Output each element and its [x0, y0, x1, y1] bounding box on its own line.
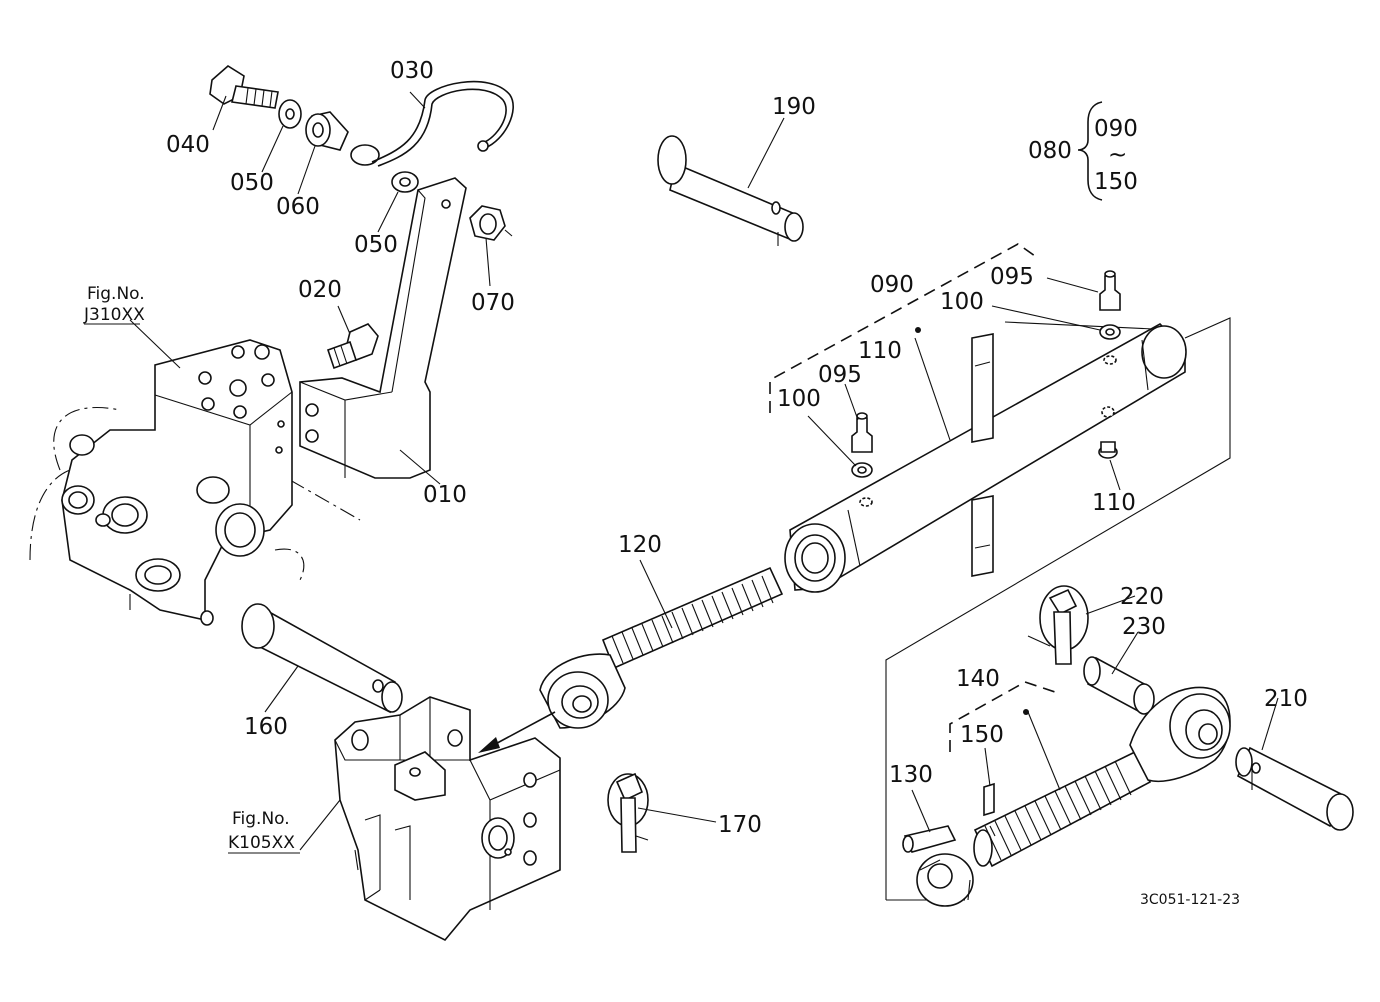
label-050-lower: 050 — [354, 232, 398, 258]
drawing-code: 3C051-121-23 — [1140, 892, 1240, 908]
label-030: 030 — [390, 58, 434, 84]
label-160: 160 — [244, 714, 288, 740]
pin-190 — [657, 135, 804, 246]
label-020: 020 — [298, 277, 342, 303]
spring-pin-150 — [983, 782, 995, 817]
bracket-010 — [299, 177, 467, 479]
label-050-upper: 050 — [230, 170, 274, 196]
collar-060 — [305, 111, 349, 151]
pin-210 — [1235, 746, 1354, 831]
set-brace-080 — [1077, 101, 1103, 201]
fig-k-code: K105XX — [228, 833, 295, 853]
grease-nipple-095-upper — [1099, 270, 1121, 311]
fig-j-code: J310XX — [83, 305, 145, 325]
label-230: 230 — [1122, 614, 1166, 640]
bushing-230 — [1083, 656, 1155, 715]
label-070: 070 — [471, 290, 515, 316]
label-100-lower: 100 — [777, 386, 821, 412]
label-010: 010 — [423, 482, 467, 508]
label-170: 170 — [718, 812, 762, 838]
fig-j-title: Fig.No. — [87, 284, 145, 304]
label-110-upper: 110 — [858, 338, 902, 364]
plug-110 — [1098, 406, 1118, 459]
label-220: 220 — [1120, 584, 1164, 610]
nut-070 — [469, 205, 513, 241]
set-bracket-090 — [769, 243, 1036, 413]
lynch-pin-170 — [607, 772, 649, 853]
label-130: 130 — [889, 762, 933, 788]
label-095-upper: 095 — [990, 264, 1034, 290]
grease-nipple-095-lower — [851, 412, 873, 453]
threaded-end-120 — [539, 566, 784, 729]
threaded-end-140 — [973, 686, 1231, 868]
label-100-upper: 100 — [940, 289, 984, 315]
washer-050-upper — [278, 99, 302, 129]
label-110-lower: 110 — [1092, 490, 1136, 516]
top-link-body — [784, 323, 1187, 593]
washer-050-lower — [391, 171, 419, 193]
washer-100-lower — [851, 462, 873, 507]
label-040: 040 — [166, 132, 210, 158]
washer-100-upper — [1099, 324, 1121, 365]
hydraulic-valve-block — [29, 339, 361, 626]
label-190: 190 — [772, 94, 816, 120]
fig-k-title: Fig.No. — [232, 809, 290, 829]
label-095-lower: 095 — [818, 362, 862, 388]
bolt-020 — [326, 323, 379, 370]
leader-lines — [129, 91, 1279, 851]
lynch-pin-220 — [1027, 585, 1089, 665]
label-060: 060 — [276, 194, 320, 220]
label-140: 140 — [956, 666, 1000, 692]
label-080-tilde: ~ — [1108, 142, 1127, 168]
label-080-150: 150 — [1094, 169, 1138, 195]
label-120: 120 — [618, 532, 662, 558]
part-labels: 190 030 040 050 060 050 070 020 010 080 … — [166, 58, 1308, 838]
figure-reference-j310xx: Fig.No. J310XX — [83, 284, 145, 325]
figure-reference-k105xx: Fig.No. K105XX — [228, 809, 300, 854]
pin-160 — [241, 603, 403, 714]
lock-nut-130 — [902, 825, 974, 907]
label-150: 150 — [960, 722, 1004, 748]
label-080-090: 090 — [1094, 116, 1138, 142]
label-080: 080 — [1028, 138, 1072, 164]
label-210: 210 — [1264, 686, 1308, 712]
bolt-040 — [209, 65, 279, 109]
hitch-bracket — [334, 696, 561, 941]
wire-spring-030 — [350, 80, 514, 167]
label-090: 090 — [870, 272, 914, 298]
assembly-arrow — [478, 711, 556, 753]
